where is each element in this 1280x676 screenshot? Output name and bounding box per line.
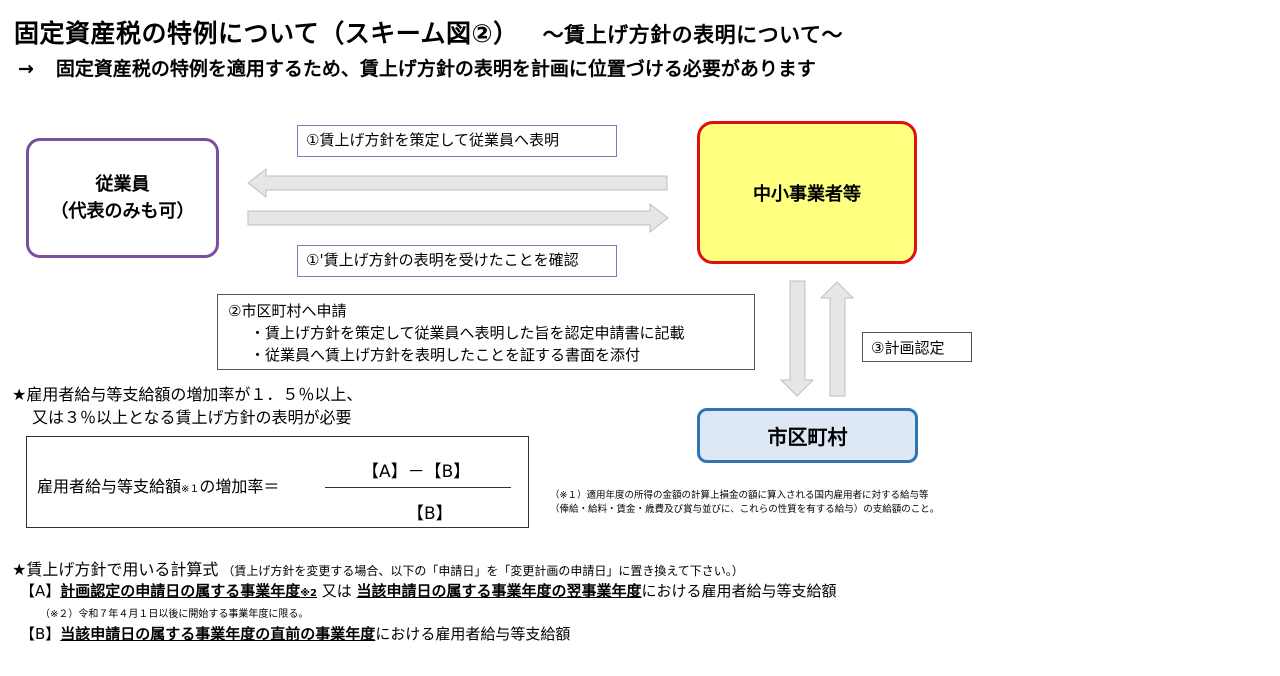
arrow-municipality-to-sme	[819, 281, 855, 397]
footnote-2: （※２）令和７年４月１日以後に開始する事業年度に限る。	[40, 609, 309, 620]
formula-fraction-line	[325, 487, 511, 488]
step2-application-box: ②市区町村へ申請 ・賃上げ方針を策定して従業員へ表明した旨を認定申請書に記載 ・…	[217, 294, 755, 370]
step2-title: ②市区町村へ申請	[228, 302, 347, 320]
calc-a-note: ※2	[300, 588, 317, 599]
sme-label: 中小事業者等	[753, 183, 861, 205]
employee-sublabel: （代表のみも可）	[50, 201, 195, 222]
requirement-line: 又は３％以上となる賃上げ方針の表明が必要	[32, 408, 352, 427]
calc-b-tail: における雇用者給与等支給額	[375, 625, 571, 643]
formula-denominator: 【B】	[407, 504, 453, 524]
calc-line-b: 【B】当該申請日の属する事業年度の直前の事業年度における雇用者給与等支給額	[20, 623, 570, 644]
formula-lhs-tail: の増加率＝	[199, 477, 280, 496]
calc-a-prefix: 【A】	[20, 582, 61, 600]
formula-lhs-note: ※１	[181, 484, 200, 495]
footnote-1-line: （俸給・給料・賃金・歳費及び賞与並びに、これらの性質を有する給与）の支給額のこと…	[550, 504, 940, 515]
step2-item: ・従業員へ賃上げ方針を表明したことを証する書面を添付	[250, 346, 641, 364]
subtitle-arrow: →	[18, 58, 34, 80]
municipality-label: 市区町村	[767, 425, 848, 449]
formula-lhs-text: 雇用者給与等支給額	[37, 477, 182, 496]
step2-item: ・賃上げ方針を策定して従業員へ表明した旨を認定申請書に記載	[250, 324, 685, 342]
calc-a-part1: 計画認定の申請日の属する事業年度	[60, 582, 301, 600]
calc-a-tail: における雇用者給与等支給額	[641, 582, 837, 600]
step3-certification-label: ③計画認定	[862, 332, 972, 362]
subtitle-text: 固定資産税の特例を適用するため、賃上げ方針の表明を計画に位置づける必要があります	[55, 58, 816, 80]
arrow-employee-to-sme	[247, 202, 669, 234]
node-employee: 従業員 （代表のみも可）	[26, 138, 219, 258]
requirement-note: ★雇用者給与等支給額の増加率が１．５％以上、 又は３％以上となる賃上げ方針の表明…	[12, 383, 362, 429]
arrow-sme-to-employee	[247, 167, 668, 199]
title-main: 固定資産税の特例について（スキーム図②）	[14, 19, 519, 48]
node-sme: 中小事業者等	[697, 121, 917, 264]
calc-line-a: 【A】計画認定の申請日の属する事業年度※2 又は 当該申請日の属する事業年度の翌…	[20, 580, 837, 601]
flow-label-step1-confirm: ①'賃上げ方針の表明を受けたことを確認	[297, 245, 617, 277]
calc-b-prefix: 【B】	[20, 625, 61, 643]
employee-label: 従業員	[95, 174, 150, 195]
flow-label-step1: ①賃上げ方針を策定して従業員へ表明	[297, 125, 617, 157]
page-subtitle: → 固定資産税の特例を適用するため、賃上げ方針の表明を計画に位置づける必要がありま…	[18, 54, 816, 81]
footnote-1: （※１）適用年度の所得の金額の計算上損金の額に算入される国内雇用者に対する給与等…	[550, 489, 939, 517]
footnote-1-line: （※１）適用年度の所得の金額の計算上損金の額に算入される国内雇用者に対する給与等	[550, 490, 929, 501]
requirement-line: ★雇用者給与等支給額の増加率が１．５％以上、	[12, 385, 363, 404]
formula-box: 雇用者給与等支給額※１の増加率＝ 【A】－【B】 【B】	[26, 436, 529, 528]
calc-a-mid: 又は	[316, 582, 357, 600]
node-municipality: 市区町村	[697, 408, 918, 463]
calc-heading-text: ★賃上げ方針で用いる計算式	[12, 560, 219, 579]
calc-a-part2: 当該申請日の属する事業年度の翌事業年度	[356, 582, 642, 600]
formula-numerator: 【A】－【B】	[362, 462, 471, 482]
calc-heading: ★賃上げ方針で用いる計算式（賃上げ方針を変更する場合、以下の「申請日」を「変更計…	[12, 556, 744, 580]
page-title: 固定資産税の特例について（スキーム図②） ～賃上げ方針の表明について～	[14, 14, 843, 50]
calc-heading-note: （賃上げ方針を変更する場合、以下の「申請日」を「変更計画の申請日」に置き換えて下…	[222, 564, 744, 578]
title-sub: ～賃上げ方針の表明について～	[542, 23, 844, 47]
calc-b-part1: 当該申請日の属する事業年度の直前の事業年度	[60, 625, 376, 643]
formula-lhs: 雇用者給与等支給額※１の増加率＝	[37, 473, 279, 497]
arrow-sme-to-municipality	[779, 280, 815, 397]
